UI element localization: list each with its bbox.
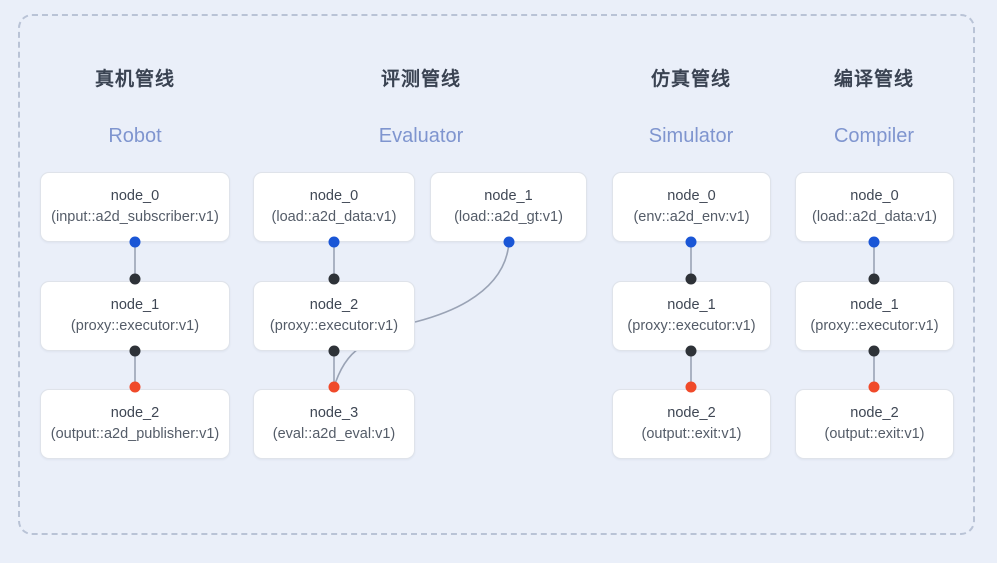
node-card-simulator-node_2[interactable]: node_2(output::exit:v1) bbox=[612, 389, 771, 459]
port-in-black-dot-icon[interactable] bbox=[685, 273, 697, 285]
node-spec-label: (env::a2d_env:v1) bbox=[633, 208, 750, 225]
node-card-evaluator-node_3[interactable]: node_3(eval::a2d_eval:v1) bbox=[253, 389, 415, 459]
node-card-simulator-node_1[interactable]: node_1(proxy::executor:v1) bbox=[612, 281, 771, 351]
port-in-black-dot-icon[interactable] bbox=[328, 273, 340, 285]
node-name-label: node_1 bbox=[850, 296, 899, 313]
node-card-evaluator-node_0[interactable]: node_0(load::a2d_data:v1) bbox=[253, 172, 415, 242]
column-title-en-compiler: Compiler bbox=[833, 125, 915, 147]
node-card-compiler-node_0[interactable]: node_0(load::a2d_data:v1) bbox=[795, 172, 954, 242]
node-spec-label: (eval::a2d_eval:v1) bbox=[272, 425, 396, 442]
node-card-robot-node_1[interactable]: node_1(proxy::executor:v1) bbox=[40, 281, 230, 351]
port-out-black-dot-icon[interactable] bbox=[685, 345, 697, 357]
port-out-blue-dot-icon[interactable] bbox=[503, 236, 515, 248]
node-card-simulator-node_0[interactable]: node_0(env::a2d_env:v1) bbox=[612, 172, 771, 242]
column-title-en-simulator: Simulator bbox=[648, 125, 734, 147]
column-title-cn-simulator: 仿真管线 bbox=[650, 69, 732, 90]
node-spec-label: (output::exit:v1) bbox=[824, 425, 925, 442]
node-name-label: node_0 bbox=[309, 187, 359, 204]
node-card-evaluator-node_2[interactable]: node_2(proxy::executor:v1) bbox=[253, 281, 415, 351]
port-out-blue-dot-icon[interactable] bbox=[868, 236, 880, 248]
node-card-robot-node_2[interactable]: node_2(output::a2d_publisher:v1) bbox=[40, 389, 230, 459]
node-name-label: node_2 bbox=[309, 296, 359, 313]
node-spec-label: (proxy::executor:v1) bbox=[70, 317, 200, 334]
node-spec-label: (proxy::executor:v1) bbox=[810, 317, 939, 334]
node-card-compiler-node_1[interactable]: node_1(proxy::executor:v1) bbox=[795, 281, 954, 351]
node-name-label: node_0 bbox=[850, 187, 899, 204]
port-out-black-dot-icon[interactable] bbox=[868, 345, 880, 357]
column-title-en-robot: Robot bbox=[108, 125, 162, 147]
node-name-label: node_2 bbox=[667, 404, 716, 421]
port-in-red-dot-icon[interactable] bbox=[685, 381, 697, 393]
node-name-label: node_2 bbox=[110, 404, 160, 421]
column-title-cn-robot: 真机管线 bbox=[94, 69, 176, 90]
node-name-label: node_1 bbox=[667, 296, 716, 313]
node-spec-label: (proxy::executor:v1) bbox=[627, 317, 756, 334]
node-spec-label: (load::a2d_data:v1) bbox=[271, 208, 397, 225]
column-title-cn-compiler: 编译管线 bbox=[833, 69, 915, 90]
node-card-compiler-node_2[interactable]: node_2(output::exit:v1) bbox=[795, 389, 954, 459]
port-out-blue-dot-icon[interactable] bbox=[129, 236, 141, 248]
port-out-blue-dot-icon[interactable] bbox=[328, 236, 340, 248]
node-name-label: node_1 bbox=[484, 187, 533, 204]
node-spec-label: (output::a2d_publisher:v1) bbox=[50, 425, 220, 442]
node-name-label: node_2 bbox=[850, 404, 899, 421]
column-title-cn-evaluator: 评测管线 bbox=[380, 69, 462, 90]
port-out-black-dot-icon[interactable] bbox=[328, 345, 340, 357]
port-out-black-dot-icon[interactable] bbox=[129, 345, 141, 357]
node-name-label: node_3 bbox=[309, 404, 359, 421]
port-in-red-dot-icon[interactable] bbox=[129, 381, 141, 393]
node-spec-label: (input::a2d_subscriber:v1) bbox=[51, 208, 219, 225]
node-spec-label: (proxy::executor:v1) bbox=[269, 317, 399, 334]
node-name-label: node_0 bbox=[667, 187, 716, 204]
port-in-black-dot-icon[interactable] bbox=[129, 273, 141, 285]
node-card-robot-node_0[interactable]: node_0(input::a2d_subscriber:v1) bbox=[40, 172, 230, 242]
pipeline-dashed-container bbox=[18, 14, 975, 535]
port-in-red-dot-icon[interactable] bbox=[868, 381, 880, 393]
port-in-red-dot-icon[interactable] bbox=[328, 381, 340, 393]
port-out-blue-dot-icon[interactable] bbox=[685, 236, 697, 248]
column-title-en-evaluator: Evaluator bbox=[378, 125, 464, 147]
node-name-label: node_1 bbox=[110, 296, 160, 313]
node-spec-label: (load::a2d_gt:v1) bbox=[454, 208, 563, 225]
node-card-evaluator-node_1[interactable]: node_1(load::a2d_gt:v1) bbox=[430, 172, 587, 242]
node-spec-label: (output::exit:v1) bbox=[641, 425, 742, 442]
node-spec-label: (load::a2d_data:v1) bbox=[812, 208, 937, 225]
node-name-label: node_0 bbox=[110, 187, 160, 204]
port-in-black-dot-icon[interactable] bbox=[868, 273, 880, 285]
